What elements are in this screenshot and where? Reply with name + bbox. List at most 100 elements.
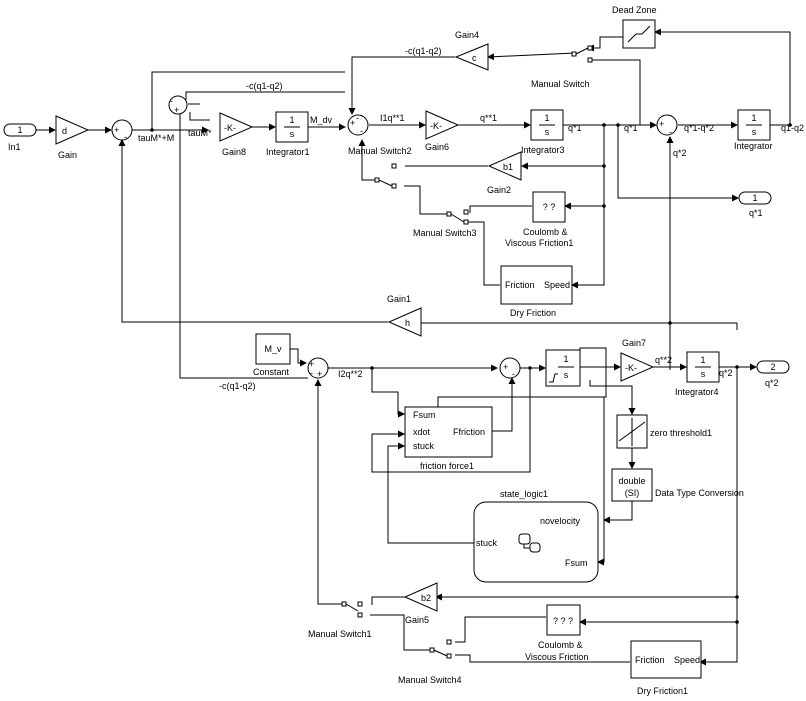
gain4-symbol: c	[472, 53, 477, 63]
integrator-label: Integrator	[734, 141, 773, 151]
gain8-label: Gain8	[222, 147, 246, 157]
sum-gain-sign-2: -	[124, 132, 127, 142]
signal-i1q: I1q**1	[380, 113, 405, 123]
sum-top-sign-2: +	[174, 105, 179, 115]
outport-q1[interactable]: 1 q*1	[738, 191, 772, 218]
gain1-block[interactable]: h Gain1	[387, 294, 422, 337]
friction-force1-block[interactable]: Fsum xdot stuck Ffriction friction force…	[404, 406, 493, 471]
sum-low2[interactable]: + -	[499, 357, 521, 379]
junction-dots	[150, 123, 792, 624]
gain6-block[interactable]: -K- Gain6	[425, 110, 460, 152]
dry-friction-block[interactable]: Friction Speed Dry Friction	[500, 265, 573, 318]
outport-q1-number: 1	[752, 193, 757, 203]
inport-in1-label: In1	[8, 142, 21, 152]
gain2-symbol: b1	[503, 162, 513, 172]
data-type-conversion-block[interactable]: double (SI) Data Type Conversion	[611, 468, 744, 502]
coulomb-block[interactable]: ? ? ? Coulomb & Viscous Friction	[525, 604, 588, 662]
coulomb-label-2: Viscous Friction	[525, 652, 588, 662]
integrator4-label: Integrator4	[675, 387, 719, 397]
gain8-block[interactable]: -K- Gain8	[219, 112, 254, 157]
gain2-block[interactable]: b1 Gain2	[487, 151, 522, 195]
signal-q-dd1: q**1	[480, 113, 497, 123]
sum-q[interactable]: + -	[656, 114, 678, 137]
manual-switch3-block[interactable]: Manual Switch3	[413, 209, 477, 238]
signal-c-q1q2-mid: -c(q1-q2)	[246, 81, 283, 91]
integrator3-label: Integrator3	[521, 145, 565, 155]
manual-switch1-block[interactable]: Manual Switch1	[308, 601, 372, 639]
integrator3-block[interactable]: 1 s Integrator3	[521, 109, 565, 155]
gain1-symbol: h	[405, 318, 410, 328]
gain1-label: Gain1	[387, 294, 411, 304]
manual-switch4-block[interactable]: Manual Switch4	[398, 639, 462, 685]
gain4-block[interactable]: c Gain4	[454, 30, 489, 71]
integrator-num: 1	[751, 113, 756, 123]
sum-gain-sign-1: +	[114, 125, 119, 135]
friction-force1-port-fsum: Fsum	[413, 410, 436, 420]
gain6-symbol: -K-	[430, 121, 442, 131]
integrator4-block[interactable]: 1 s Integrator4	[675, 351, 720, 397]
zero-threshold1-block[interactable]: zero threshold1	[616, 414, 712, 449]
sum-low-sign-1: +	[309, 359, 314, 369]
coulomb1-label-2: Viscous Friction1	[505, 238, 573, 248]
sum-low[interactable]: + - +	[307, 357, 329, 379]
dead-zone-block[interactable]: Dead Zone	[612, 5, 657, 49]
constant-block[interactable]: M_v Constant	[253, 333, 291, 377]
coulomb1-label-1: Coulomb &	[523, 227, 568, 237]
integrator1-den: s	[290, 129, 295, 139]
signal-q-dd2: q**2	[655, 355, 672, 365]
integrator4-den: s	[701, 369, 706, 379]
gain6-label: Gain6	[425, 142, 449, 152]
data-type-line1: double	[618, 476, 645, 486]
inport-in1-number: 1	[17, 125, 22, 135]
sum-mid-sign-2: -	[356, 113, 359, 123]
sum-q-sign-1: +	[659, 119, 664, 129]
gain-block-label: Gain	[58, 150, 77, 160]
state-logic1-port-fsum: Fsum	[565, 558, 588, 568]
manual-switch-block[interactable]: Manual Switch	[531, 45, 593, 89]
inport-in1[interactable]: 1 In1	[3, 123, 37, 152]
integrator1-block[interactable]: 1 s Integrator1	[266, 111, 310, 157]
integrator-den: s	[752, 127, 757, 137]
state-logic1-block[interactable]: state_logic1 novelocity stuck Fsum	[473, 489, 599, 583]
saturated-integrator-block[interactable]: 1 s	[545, 349, 581, 387]
integrator-block[interactable]: 1 s Integrator	[734, 109, 773, 151]
dry-friction1-block[interactable]: Friction Speed Dry Friction1	[630, 640, 702, 696]
outport-q1-label: q*1	[749, 208, 763, 218]
signal-m-dv: M_dv	[310, 115, 333, 125]
coulomb-symbol: ? ? ?	[553, 616, 573, 626]
coulomb1-block[interactable]: ? ? Coulomb & Viscous Friction1	[505, 191, 573, 248]
friction-force1-port-out: Ffriction	[453, 427, 485, 437]
coulomb1-symbol: ? ?	[543, 202, 556, 212]
sum-mid-sign-1: +	[350, 118, 355, 128]
outport-q2[interactable]: 2 q*2	[756, 360, 790, 388]
sum-gain[interactable]: + -	[111, 119, 133, 142]
signal-i2q: I2q**2	[338, 369, 363, 379]
gain5-label: Gain5	[405, 615, 429, 625]
gain-block[interactable]: d Gain	[55, 115, 90, 160]
gain7-block[interactable]: -K- Gain7	[620, 338, 655, 382]
manual-switch2-label: Manual Switch2	[348, 146, 412, 156]
gain7-symbol: -K-	[625, 363, 637, 373]
sum-top[interactable]: - +	[168, 95, 188, 115]
manual-switch2-block[interactable]: Manual Switch2	[348, 146, 412, 189]
outport-q2-label: q*2	[765, 378, 779, 388]
integrator3-den: s	[545, 127, 550, 137]
sum-low-sign-3: +	[317, 369, 322, 379]
manual-switch-label: Manual Switch	[531, 79, 590, 89]
zero-threshold1-label: zero threshold1	[650, 428, 712, 438]
state-logic1-label: state_logic1	[500, 489, 548, 499]
gain-block-symbol: d	[62, 126, 67, 136]
dry-friction-port-out: Speed	[544, 280, 570, 290]
sum-mid[interactable]: + - -	[347, 113, 369, 136]
integrator1-num: 1	[289, 115, 294, 125]
state-logic1-port-novelocity: novelocity	[540, 516, 581, 526]
integrator1-label: Integrator1	[266, 147, 310, 157]
dry-friction1-port-in: Friction	[635, 655, 665, 665]
state-logic1-port-stuck: stuck	[476, 538, 498, 548]
sum-low2-sign-2: -	[512, 369, 515, 379]
signal-q1q2: q1-q2	[781, 123, 804, 133]
gain5-block[interactable]: b2 Gain5	[403, 582, 438, 625]
friction-force1-label: friction force1	[420, 461, 474, 471]
signal-q-d1b: q*1	[624, 123, 638, 133]
